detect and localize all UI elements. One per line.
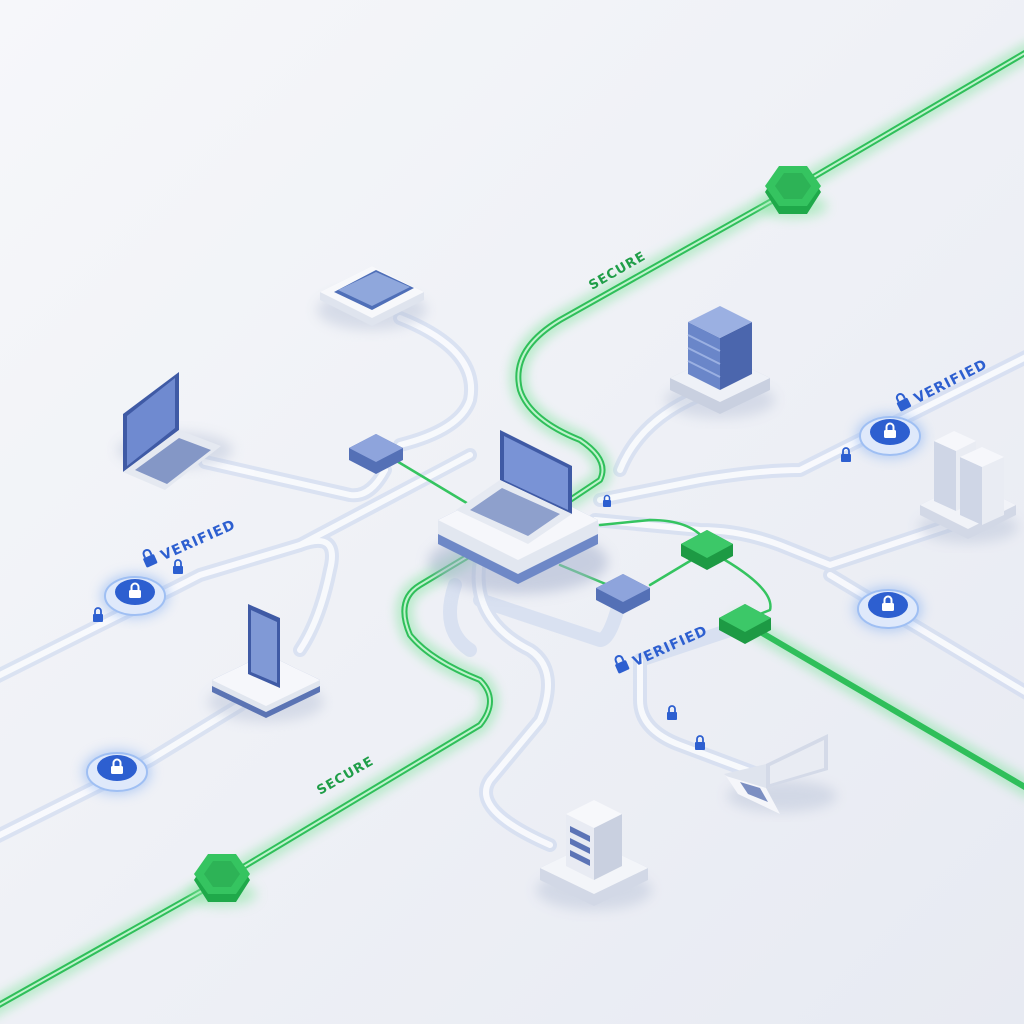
hexagon-node-icon[interactable] [188,854,256,906]
server-device[interactable] [536,800,652,910]
small-lock-markers [93,447,851,750]
laptop-icon [123,372,221,490]
lock-icon [841,447,851,462]
lock-icon [614,655,630,674]
laptop-device[interactable] [724,734,837,814]
lock-badge-icon[interactable] [101,574,169,618]
lock-icon [895,392,912,412]
server-icon [934,431,1004,525]
phone-icon [248,604,280,688]
server-icon [566,800,622,880]
switch-node-icon[interactable] [681,530,733,570]
lock-icon [695,735,705,750]
server-icon [687,306,752,390]
lock-icon [142,549,158,568]
lock-badge-icon[interactable] [854,587,922,631]
switch-node-icon[interactable] [596,574,650,614]
lock-icon [93,607,103,622]
lock-icon [667,705,677,720]
lock-icon [173,559,183,574]
server-device[interactable] [665,306,775,418]
server-rack-device[interactable] [918,431,1018,543]
hexagon-node-icon[interactable] [759,166,827,218]
lock-badge-icon[interactable] [856,414,924,458]
phone-device[interactable] [317,266,427,330]
switch-node-icon[interactable] [349,434,403,474]
laptop-icon [724,734,828,814]
central-hub-laptop[interactable] [428,430,608,594]
phone-icon [334,270,414,310]
laptop-icon [456,430,572,544]
phone-device[interactable] [208,604,324,722]
lock-icon [603,494,611,507]
switch-node-icon[interactable] [719,604,771,644]
lock-badge-icon[interactable] [83,750,151,794]
laptop-device[interactable] [117,372,233,490]
